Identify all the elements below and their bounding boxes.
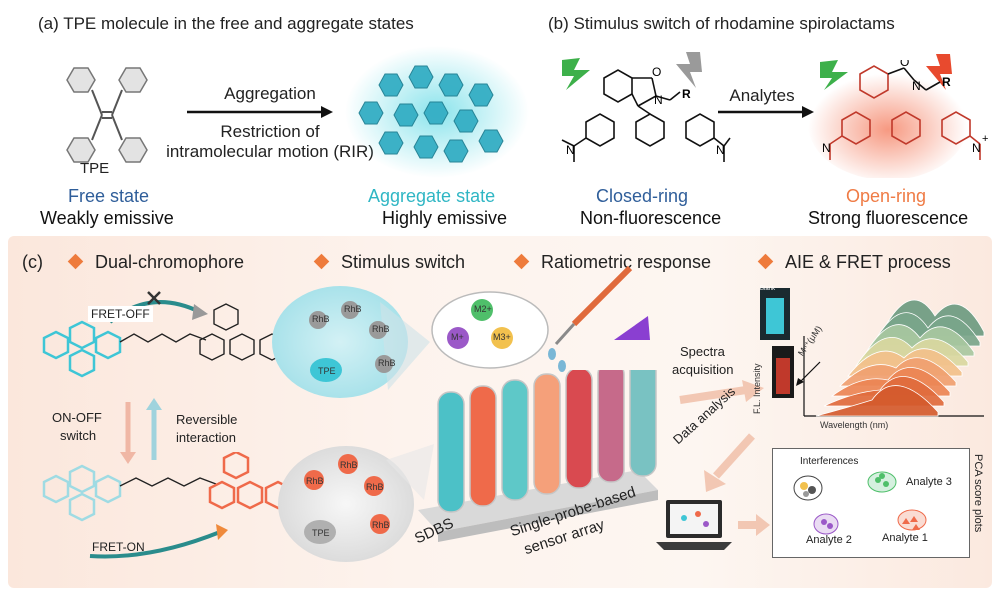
feature-dual-chromophore: Dual-chromophore [67,252,244,273]
atom-n-left-open: N [822,141,831,155]
open-ring-desc: Strong fluorescence [808,208,969,228]
data-analysis-arrow [704,433,755,492]
pca-plot-box [772,448,970,558]
sensor-array-rack [418,370,658,542]
green-lightning-icon [562,58,590,90]
rhb-label-5: RhB [306,476,324,486]
rhb-label-6: RhB [340,460,358,470]
feature-stimulus-switch: Stimulus switch [313,252,465,273]
rhb-label-8: RhB [372,520,390,530]
dropper-icon [548,265,633,372]
diamond-icon [67,253,84,270]
uv-lamp-icon [614,316,650,340]
tpe-label-bubble-1: TPE [318,366,336,376]
atom-n-right-open: N [972,141,981,155]
spectra-line2: acquisition [672,362,734,377]
aggregate-state-desc: Highly emissive [382,208,508,228]
onoff-line1: ON-OFF [52,410,102,425]
ion-m1: M+ [451,332,464,342]
reversible-line2: interaction [176,430,236,445]
rhb-label-4: RhB [378,358,396,368]
interferences-label: Interferences [800,456,859,467]
atom-n-left-closed: N [566,143,575,157]
rir-line1: Restriction of [220,122,320,141]
spectra-arrow [679,380,764,404]
wavelength-axis-label: Wavelength (nm) [820,420,889,430]
panel-a-title: (a) TPE molecule in the free and aggrega… [38,14,414,33]
fret-off-label: FRET-OFF [88,306,153,322]
aggregation-label: Aggregation [224,84,316,103]
tpe-label-bubble-2: TPE [312,528,330,538]
ions-bubble [431,291,549,369]
rhb-label-7: RhB [366,482,384,492]
feature-ratiometric: Ratiometric response [513,252,711,273]
atom-o-open: O [900,60,909,69]
free-state-label: Free state [68,186,150,206]
rir-line2: intramolecular motion (RIR) [166,142,374,161]
diamond-icon [513,253,530,270]
tpe-label: TPE [80,160,110,177]
ion-m3: M3+ [493,332,511,342]
atom-o-closed: O [652,65,661,79]
onoff-line2: switch [60,428,97,443]
diamond-icon [313,253,330,270]
panel-c-label: (c) [22,252,43,272]
diamond-icon [757,253,774,270]
fl-axis-label: F.L. Intensity [752,363,762,414]
laptop-icon [656,500,732,550]
green-lightning-open-icon [820,60,848,90]
laptop-to-pca-arrow [738,514,770,536]
rhodamine-open-ring: O − N R N N + [808,60,988,178]
aggregation-arrow [187,106,333,118]
rhodamine-closed-ring: O N R N N [561,65,731,162]
atom-n-right-closed: N [716,143,725,157]
analytes-label: Analytes [729,86,795,105]
pca-title: PCA score plots [972,454,984,533]
rhb-label-2: RhB [344,304,362,314]
feature-aie-fret: AIE & FRET process [757,252,951,273]
charge-minus: − [909,60,915,65]
rhb-label-3: RhB [372,324,390,334]
panel-b-title: (b) Stimulus switch of rhodamine spirola… [548,14,895,33]
analyte1-label: Analyte 1 [882,532,928,544]
probe-fret-on [42,452,292,559]
probe-fret-off [42,291,285,378]
grey-lightning-icon [676,52,702,88]
rhb-label-1: RhB [312,314,330,324]
spectra-line1: Spectra [680,344,725,359]
tpe-aggregate [345,46,529,178]
atom-n-closed: N [654,93,663,107]
bubble-fret-on [278,444,434,562]
open-ring-label: Open-ring [846,186,927,206]
atom-r-open: R [942,75,951,89]
analytes-arrow [718,106,814,118]
analyte2-label: Analyte 2 [806,534,852,546]
atom-r-closed: R [682,87,691,101]
reversible-line1: Reversible [176,412,238,427]
aggregate-state-label: Aggregate state [368,186,496,206]
analyte3-label: Analyte 3 [906,476,952,488]
bubble-fret-off [272,286,430,398]
atom-n-open: N [912,79,921,93]
reversible-arrows [120,398,162,464]
pca-clusters [793,471,927,535]
free-state-desc: Weakly emissive [40,208,174,228]
fret-on-label: FRET-ON [92,540,145,554]
charge-plus: + [982,133,988,145]
blank-label: Blank [760,286,776,292]
spectra-plot [760,288,985,417]
tpe-molecule-free [66,67,148,163]
ion-m2: M2+ [474,304,492,314]
closed-ring-label: Closed-ring [596,186,689,206]
red-lightning-icon [926,54,952,90]
closed-ring-desc: Non-fluorescence [580,208,722,228]
